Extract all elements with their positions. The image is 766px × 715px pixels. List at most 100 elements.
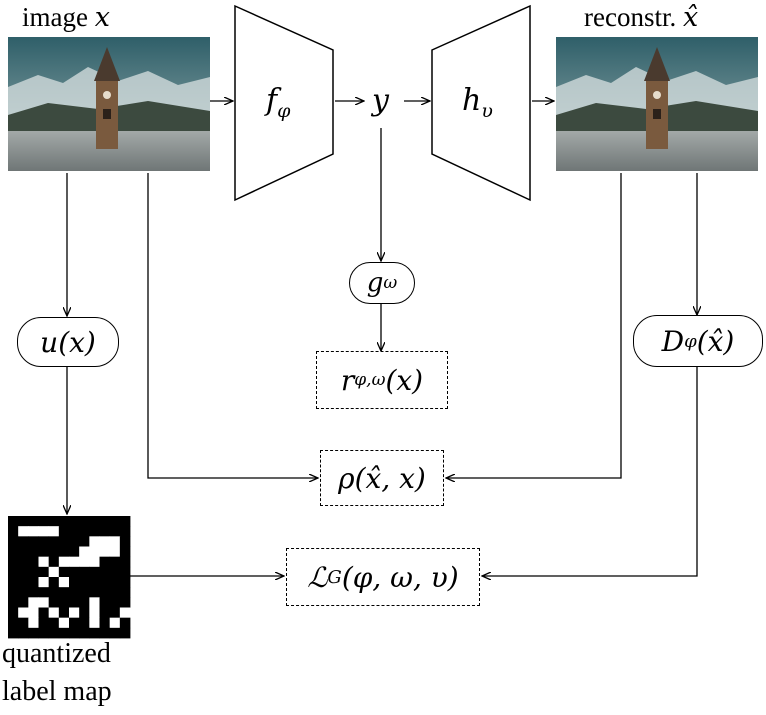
label-map-cell — [28, 577, 39, 588]
label-map-cell — [99, 597, 111, 608]
label-map-cell — [48, 536, 60, 547]
label-map-cell — [28, 546, 39, 558]
label-map-cell — [28, 556, 39, 568]
latent-y-label: y — [372, 83, 389, 118]
label-map-cell — [109, 546, 121, 558]
arrow-image-to-rho — [147, 173, 318, 478]
label-map-cell — [38, 577, 50, 588]
label-map-cell — [28, 566, 39, 578]
g-sub: ω — [383, 273, 398, 293]
label-map-cell — [109, 617, 121, 629]
label-map-cell — [89, 617, 100, 629]
label-map-cell — [28, 597, 39, 608]
label-map-cell — [69, 577, 80, 588]
label-map-cell — [69, 546, 80, 558]
label-map-cell — [8, 627, 19, 639]
reconstr-label: reconstr. x̂ — [584, 2, 699, 33]
rho-text: ρ(x̂, x) — [338, 461, 426, 495]
label-map-cell — [69, 607, 80, 619]
label-map-cell — [18, 546, 29, 558]
label-map-cell — [79, 556, 90, 568]
label-map-cell — [48, 566, 60, 578]
loss-main: ℒ — [307, 560, 328, 594]
image-x-var: x — [94, 2, 110, 33]
label-map-cell — [8, 536, 19, 547]
label-map-cell — [8, 516, 19, 527]
label-map-cell — [58, 536, 70, 547]
label-map-cell — [38, 556, 50, 568]
label-map-cell — [89, 627, 100, 639]
label-map-cell — [38, 627, 50, 639]
label-map-cell — [89, 597, 100, 608]
label-map-cell — [99, 546, 111, 558]
quantized-label-map — [8, 516, 131, 639]
label-map-cell — [109, 516, 121, 527]
label-map-cell — [99, 536, 111, 547]
label-map-cell — [89, 587, 100, 598]
label-map-cell — [48, 516, 60, 527]
label-map-cell — [8, 617, 19, 629]
label-map-cell — [18, 627, 29, 639]
label-map-cell — [8, 597, 19, 608]
label-map-cell — [69, 627, 80, 639]
label-map-cell — [58, 566, 70, 578]
label-map-cell — [99, 566, 111, 578]
label-map-cell — [89, 546, 100, 558]
label-map-cell — [18, 617, 29, 629]
label-map-cell — [119, 577, 131, 588]
label-map-cell — [18, 577, 29, 588]
label-map-cell — [109, 577, 121, 588]
label-map-cell — [89, 536, 100, 547]
label-map-cell — [38, 607, 50, 619]
label-map-cell — [18, 607, 29, 619]
label-map-cell — [38, 536, 50, 547]
label-map-cell — [109, 597, 121, 608]
label-map-cell — [99, 556, 111, 568]
label-map-cell — [8, 607, 19, 619]
label-map-cell — [99, 516, 111, 527]
image-x-prefix: image — [22, 2, 88, 32]
label-map-cell — [89, 516, 100, 527]
encoder-main: f — [266, 83, 278, 118]
image-x-label: image x — [22, 2, 110, 33]
label-map-cell — [38, 516, 50, 527]
quantized-label-line1: quantized — [2, 638, 111, 669]
label-map-cell — [119, 516, 131, 527]
label-map-cell — [79, 516, 90, 527]
u-x-node: u(x) — [17, 317, 119, 367]
reconstr-var: x̂ — [682, 2, 699, 33]
label-map-cell — [79, 597, 90, 608]
label-map-cell — [109, 536, 121, 547]
label-map-cell — [109, 556, 121, 568]
r-arg: (x) — [385, 363, 424, 397]
label-map-cell — [48, 597, 60, 608]
label-map-cell — [58, 546, 70, 558]
label-map-cell — [99, 607, 111, 619]
label-map-cell — [28, 627, 39, 639]
label-map-cell — [109, 566, 121, 578]
label-map-cell — [28, 526, 39, 537]
label-map-cell — [48, 587, 60, 598]
label-map-cell — [79, 526, 90, 537]
label-map-cell — [38, 546, 50, 558]
label-map-cell — [38, 526, 50, 537]
label-map-cell — [79, 617, 90, 629]
label-map-cell — [58, 526, 70, 537]
encoder-label: fφ — [266, 86, 290, 121]
label-map-cell — [8, 526, 19, 537]
label-map-cell — [119, 566, 131, 578]
label-map-cell — [119, 526, 131, 537]
label-map-cell — [58, 577, 70, 588]
label-map-cell — [79, 587, 90, 598]
label-map-cell — [38, 617, 50, 629]
label-map-cell — [119, 587, 131, 598]
label-map-cell — [18, 556, 29, 568]
d-main: D — [661, 324, 685, 358]
rho-node: ρ(x̂, x) — [320, 450, 444, 506]
label-map-cell — [119, 597, 131, 608]
label-map-cell — [18, 516, 29, 527]
label-map-cell — [89, 556, 100, 568]
label-map-cell — [69, 587, 80, 598]
